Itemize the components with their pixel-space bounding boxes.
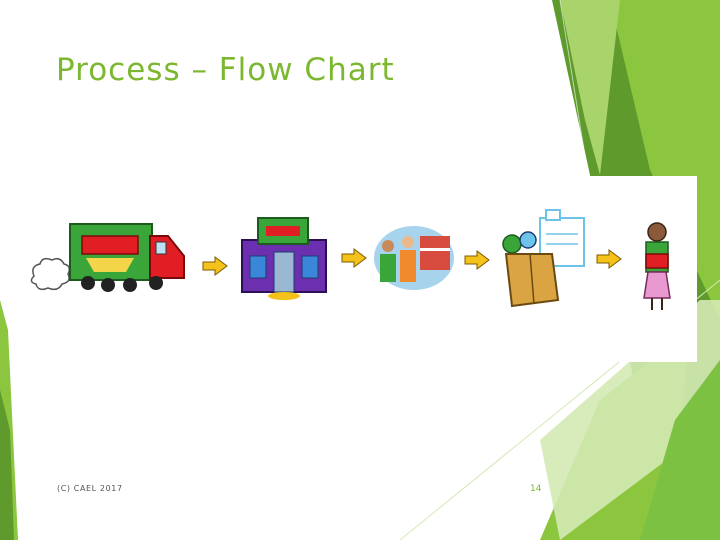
- shopper-2-body: [400, 250, 416, 282]
- truck-window: [155, 241, 167, 255]
- vegetables-green: [502, 234, 522, 254]
- shopper-1-body: [380, 254, 396, 282]
- flow-arrow-4: [596, 249, 622, 269]
- store-window-left: [249, 255, 267, 279]
- store-window-right: [301, 255, 319, 279]
- shelf: [420, 236, 450, 270]
- arrow-icon: [596, 249, 622, 269]
- arrow-icon: [464, 250, 490, 270]
- store-sign-text: [266, 226, 300, 236]
- exhaust-cloud: [30, 257, 71, 291]
- customer-with-package-icon: [643, 222, 671, 310]
- truck-sign-banner: [86, 258, 134, 272]
- truck-wheel-2: [101, 278, 115, 292]
- customer-skirt: [643, 271, 671, 299]
- register-display: [545, 209, 561, 221]
- shoppers-icon: [374, 226, 454, 290]
- shelf-row: [420, 248, 450, 251]
- deco-left-strip-dark: [0, 390, 14, 540]
- flow-arrow-3: [464, 250, 490, 270]
- arrow-icon: [341, 248, 367, 268]
- footer-copyright: (C) CAEL 2017: [57, 484, 123, 493]
- store-door: [273, 251, 295, 293]
- truck-cab: [149, 235, 185, 279]
- arrow-icon: [202, 256, 228, 276]
- bag-fold: [529, 253, 535, 305]
- flow-arrow-1: [202, 256, 228, 276]
- store-step: [268, 292, 300, 300]
- deco-facet-light: [560, 0, 620, 175]
- truck-wheel-4: [149, 276, 163, 290]
- truck-icon: [30, 223, 185, 292]
- truck-wheel-3: [123, 278, 137, 292]
- truck-wheel-1: [81, 276, 95, 290]
- customer-package: [645, 253, 669, 269]
- vegetables-leaf: [519, 231, 537, 249]
- slide-title: Process – Flow Chart: [56, 52, 395, 88]
- deco-facet-bright: [640, 360, 720, 540]
- page-number: 14: [530, 484, 542, 494]
- store-building-icon: [241, 217, 327, 300]
- grocery-bag-register-icon: [502, 209, 585, 308]
- flow-arrow-2: [341, 248, 367, 268]
- truck-sign: [81, 235, 139, 255]
- shopper-2-head: [402, 236, 414, 248]
- customer-head: [647, 222, 667, 242]
- shopper-1-head: [382, 240, 394, 252]
